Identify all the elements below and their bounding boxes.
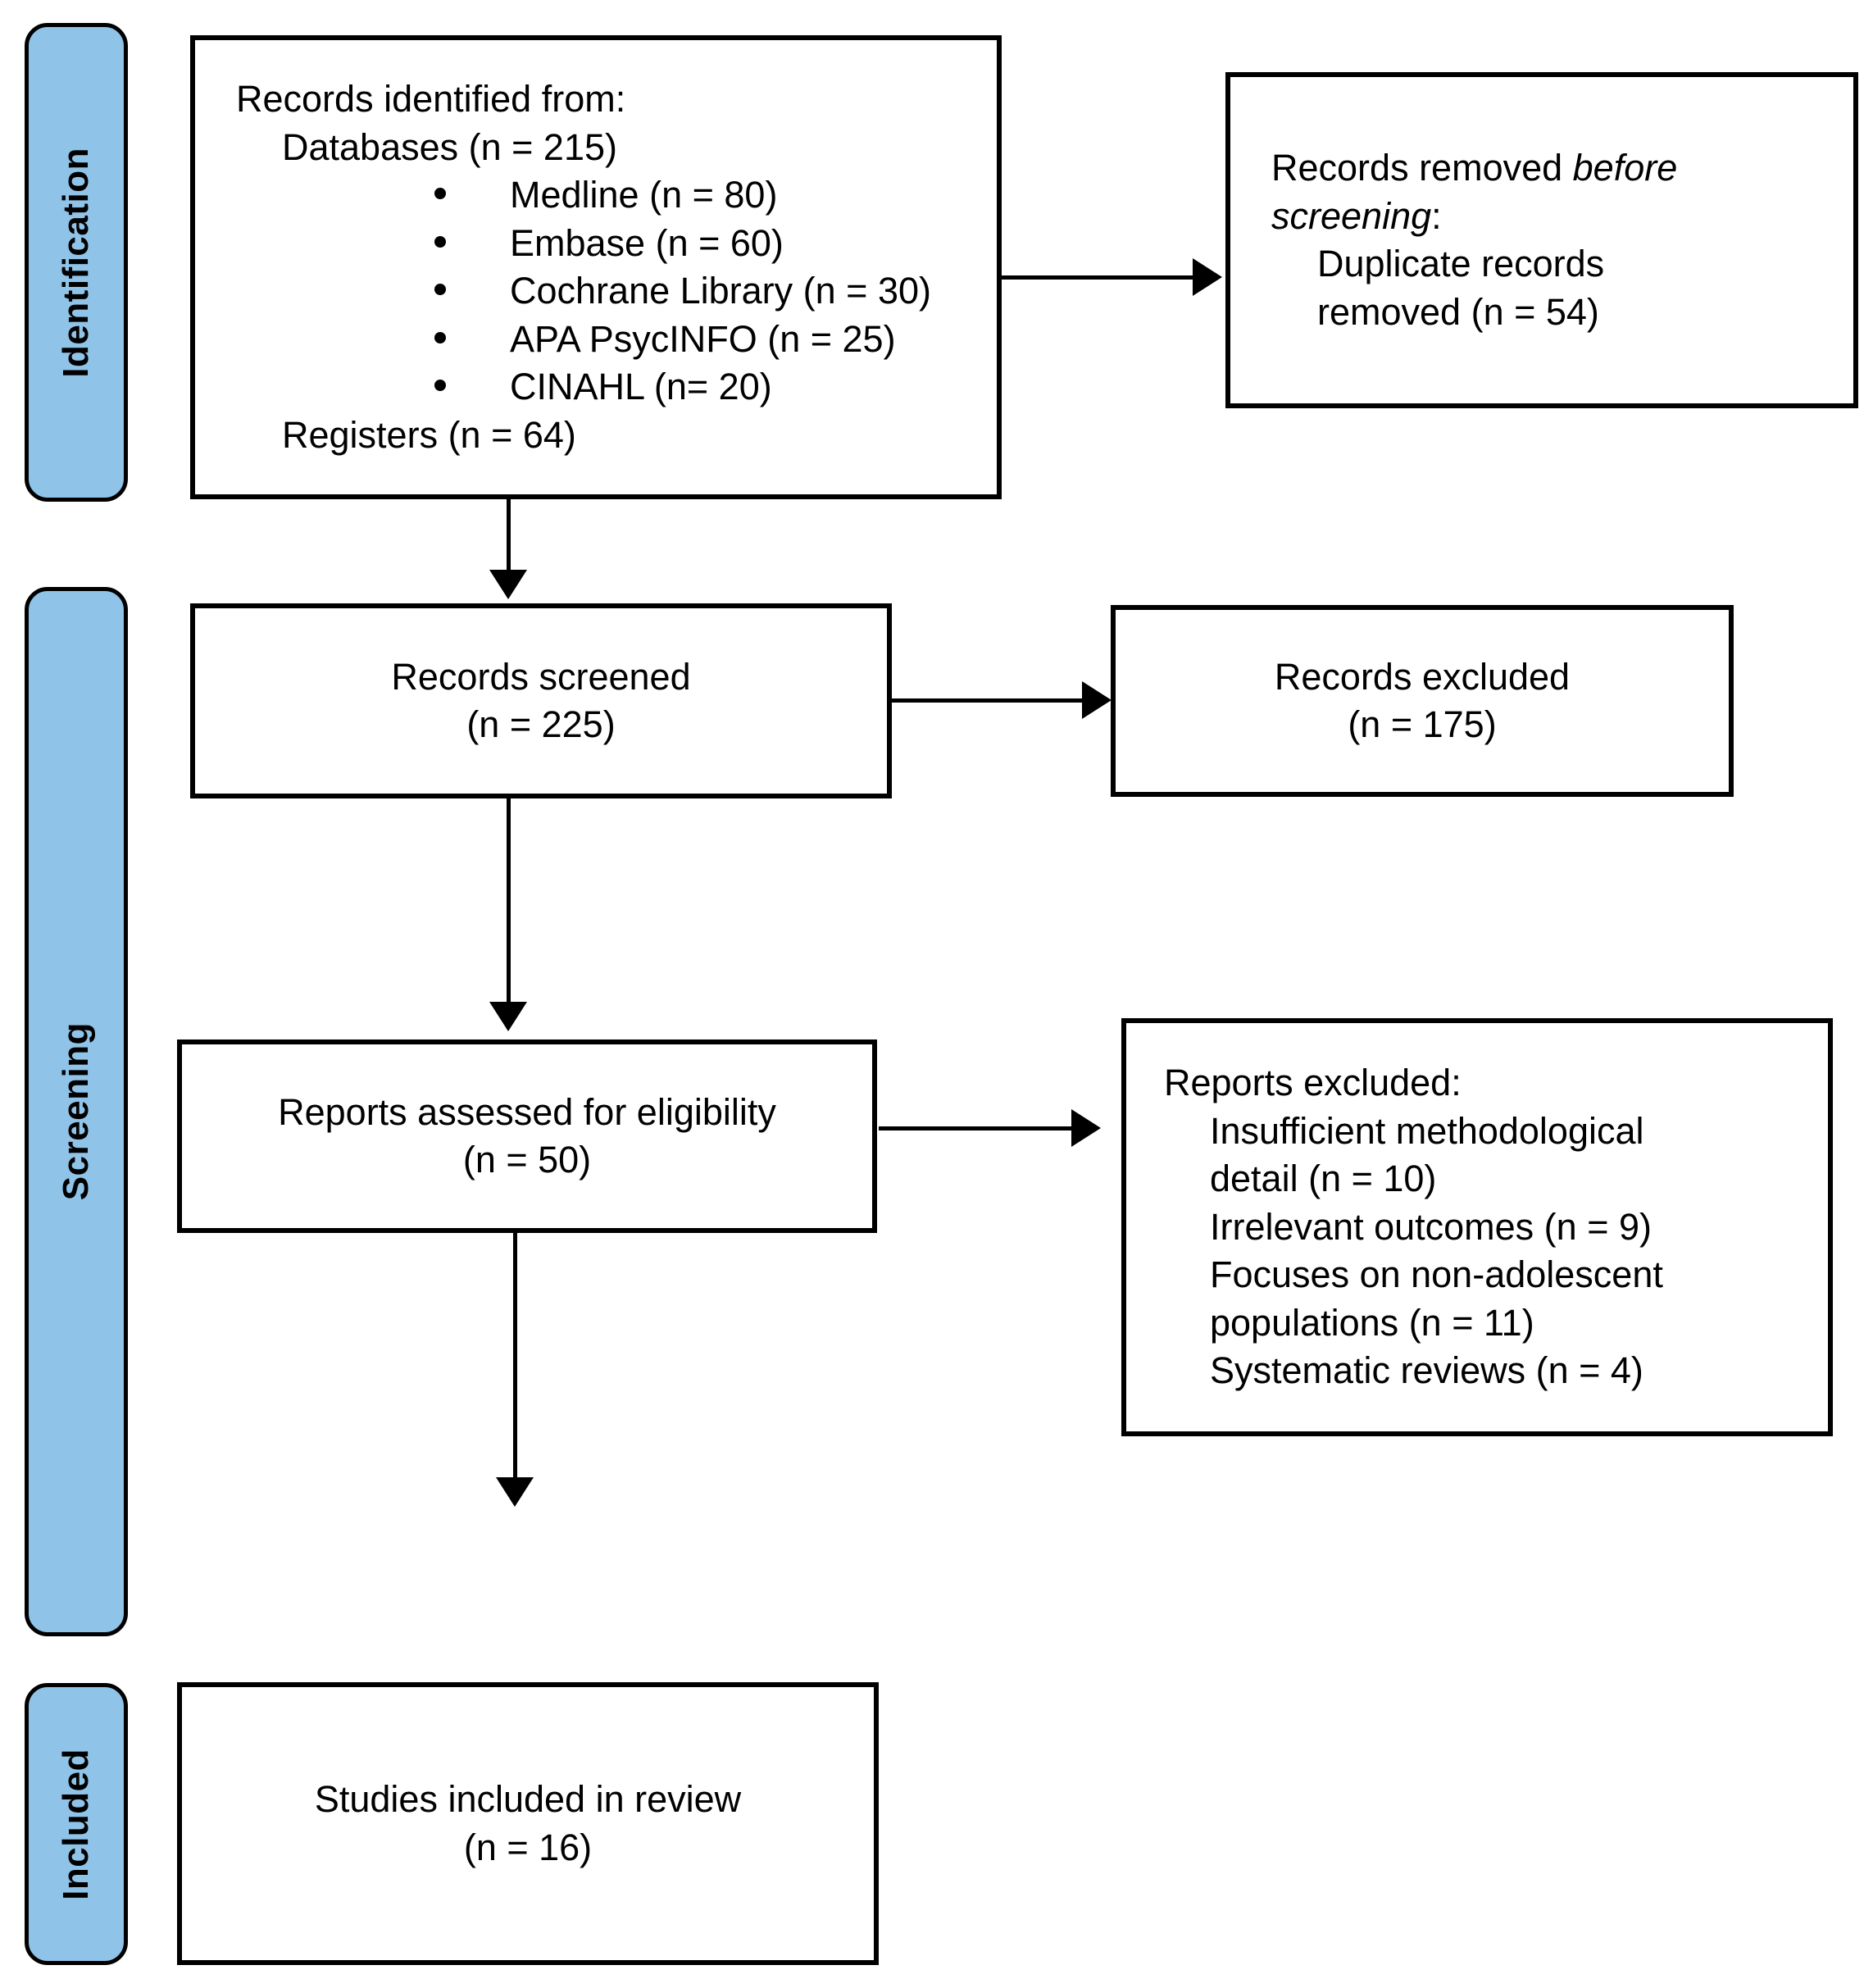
connector-identified-to-removed xyxy=(1002,275,1211,280)
reports-excluded-reason: Irrelevant outcomes (n = 9) xyxy=(1210,1205,1652,1248)
source-list-item: Cochrane Library (n = 30) xyxy=(236,267,931,316)
records-identified-databases: Databases (n = 215) xyxy=(282,125,617,168)
connector-screened-to-excluded xyxy=(892,698,1097,703)
source-list-item: Medline (n = 80) xyxy=(236,171,777,220)
stage-label-identification: Identification xyxy=(56,147,96,378)
bullet-dot-icon xyxy=(434,188,446,199)
reports-excluded-reason: detail (n = 10) xyxy=(1210,1158,1437,1200)
bullet-dot-icon xyxy=(434,331,446,343)
reports-excluded-reason: Systematic reviews (n = 4) xyxy=(1210,1349,1643,1392)
stage-bar-screening: Screening xyxy=(25,587,128,1636)
arrowhead-identified-to-removed xyxy=(1193,258,1222,296)
reports-excluded-reason: populations (n = 11) xyxy=(1210,1301,1534,1344)
records-removed-heading-colon: : xyxy=(1431,194,1442,237)
stage-bar-identification: Identification xyxy=(25,23,128,502)
box-records-screened: Records screened (n = 225) xyxy=(190,603,892,798)
records-screened-count: (n = 225) xyxy=(466,703,616,745)
records-identified-heading: Records identified from: xyxy=(236,78,626,120)
records-screened-label: Records screened xyxy=(391,655,691,698)
stage-bar-included: Included xyxy=(25,1683,128,1965)
reports-excluded-reason: Insufficient methodological xyxy=(1210,1109,1644,1152)
connector-assessed-to-reports-excluded xyxy=(879,1126,1086,1130)
arrowhead-screened-to-assessed xyxy=(489,1002,527,1031)
arrowhead-screened-to-excluded xyxy=(1082,681,1112,719)
arrowhead-assessed-to-reports-excluded xyxy=(1071,1109,1101,1147)
records-removed-heading-plain: Records removed xyxy=(1271,147,1573,189)
reports-assessed-label: Reports assessed for eligibility xyxy=(278,1090,776,1133)
bullet-dot-icon xyxy=(434,380,446,391)
box-records-removed-before-screening: Records removed before screening: Duplic… xyxy=(1225,72,1858,408)
reports-excluded-heading: Reports excluded: xyxy=(1164,1062,1462,1104)
connector-assessed-to-included xyxy=(513,1233,517,1481)
records-removed-heading-italic: before xyxy=(1572,147,1678,189)
source-label: Medline (n = 80) xyxy=(510,174,778,216)
source-list-item: Embase (n = 60) xyxy=(236,220,784,268)
source-label: Cochrane Library (n = 30) xyxy=(510,270,932,312)
bullet-dot-icon xyxy=(434,235,446,248)
box-studies-included: Studies included in review (n = 16) xyxy=(177,1682,879,1965)
records-removed-heading-line-2: screening: xyxy=(1271,193,1442,241)
studies-included-label: Studies included in review xyxy=(314,1778,742,1820)
stage-label-screening: Screening xyxy=(56,1022,96,1201)
duplicate-records-line-2: removed (n = 54) xyxy=(1317,290,1599,333)
box-reports-excluded: Reports excluded: Insufficient methodolo… xyxy=(1121,1018,1833,1436)
bullet-dot-icon xyxy=(434,284,446,295)
source-label: APA PsycINFO (n = 25) xyxy=(510,317,896,360)
source-label: Embase (n = 60) xyxy=(510,221,784,264)
studies-included-count: (n = 16) xyxy=(463,1826,593,1868)
box-records-identified: Records identified from: Databases (n = … xyxy=(190,35,1002,499)
connector-identified-to-screened xyxy=(507,499,511,573)
records-removed-heading-line-1: Records removed before xyxy=(1271,144,1677,193)
records-identified-registers: Registers (n = 64) xyxy=(282,413,576,456)
box-records-excluded: Records excluded (n = 175) xyxy=(1111,605,1734,797)
source-label: CINAHL (n= 20) xyxy=(510,366,772,407)
arrowhead-identified-to-screened xyxy=(489,570,527,599)
arrowhead-assessed-to-included xyxy=(496,1477,534,1507)
records-excluded-label: Records excluded xyxy=(1274,655,1571,698)
source-list-item: APA PsycINFO (n = 25) xyxy=(236,316,896,364)
records-removed-heading-italic-2: screening xyxy=(1271,194,1432,237)
box-reports-assessed: Reports assessed for eligibility (n = 50… xyxy=(177,1039,877,1233)
reports-excluded-reason: Focuses on non-adolescent xyxy=(1210,1253,1663,1296)
stage-label-included: Included xyxy=(56,1748,96,1900)
reports-assessed-count: (n = 50) xyxy=(462,1139,592,1181)
connector-screened-to-assessed xyxy=(507,798,511,1005)
source-list-item: CINAHL (n= 20) xyxy=(236,363,772,412)
records-excluded-count: (n = 175) xyxy=(1348,703,1497,745)
duplicate-records-line-1: Duplicate records xyxy=(1317,243,1605,284)
